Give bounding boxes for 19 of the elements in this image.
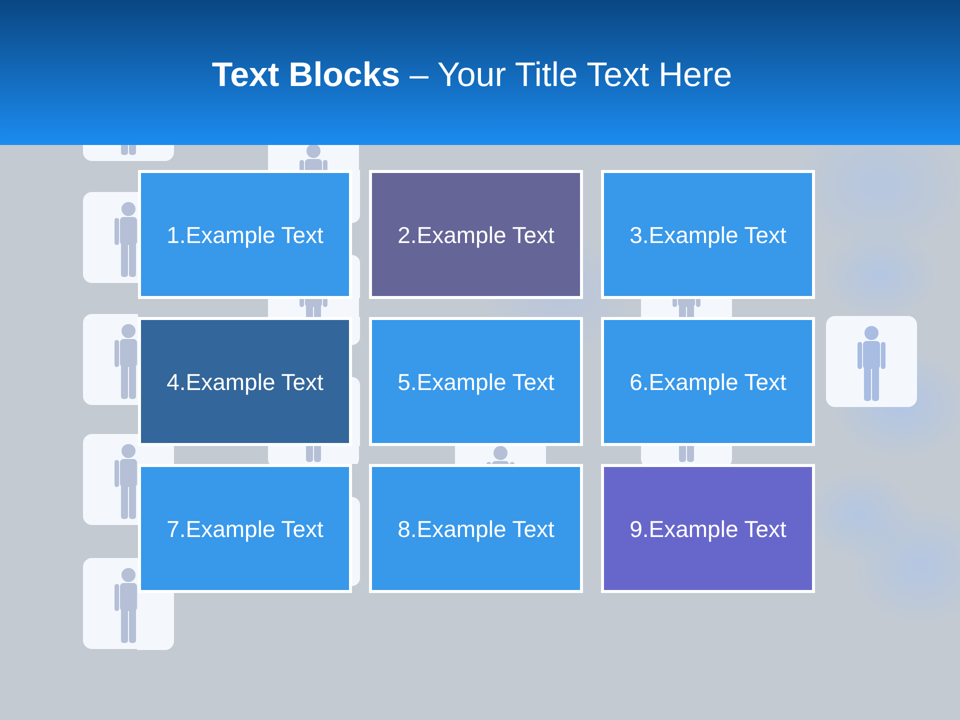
block-label: 4.Example Text bbox=[166, 368, 324, 396]
block-label: 9.Example Text bbox=[630, 514, 786, 542]
block-label: 8.Example Text bbox=[398, 514, 554, 542]
text-block bbox=[601, 464, 815, 593]
slide-title: Text Blocks – Your Title Text Here bbox=[210, 55, 734, 96]
text-block bbox=[601, 317, 815, 446]
block-label: 7.Example Text bbox=[166, 514, 324, 542]
block-label: 1.Example Text bbox=[166, 220, 324, 248]
block-label: 6.Example Text bbox=[630, 368, 786, 396]
block-label: 2.Example Text bbox=[398, 220, 554, 248]
block-label: 3.Example Text bbox=[630, 220, 786, 248]
text-block bbox=[369, 317, 583, 446]
text-block bbox=[601, 170, 815, 299]
block-label: 5.Example Text bbox=[398, 368, 554, 396]
text-block bbox=[369, 170, 583, 299]
text-block bbox=[369, 464, 583, 593]
text-block bbox=[138, 464, 352, 593]
text-block bbox=[138, 170, 352, 299]
text-block bbox=[138, 317, 352, 446]
